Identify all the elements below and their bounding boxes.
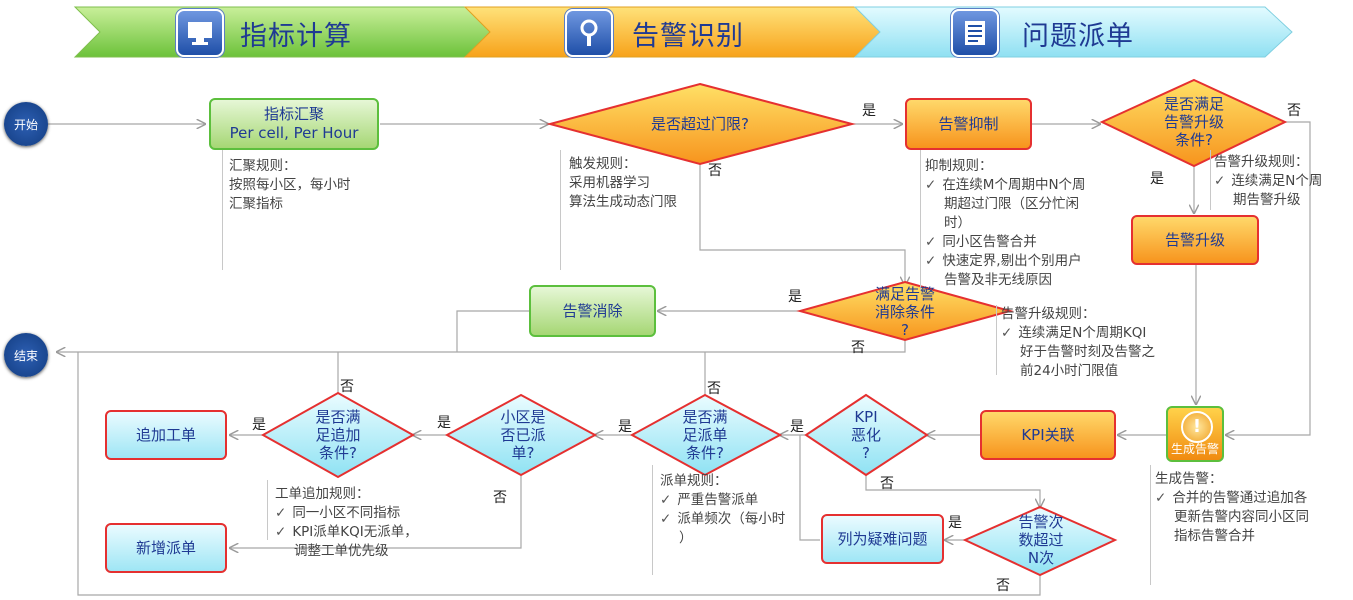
clear-cond-diamond	[796, 280, 1014, 342]
yes-label: 是	[618, 419, 632, 435]
note-divider	[222, 150, 223, 270]
trigger-note: 触发规则：采用机器学习算法生成动态门限	[569, 156, 677, 210]
stage1-label: 指标计算	[240, 21, 352, 52]
no-label: 否	[996, 578, 1010, 594]
append-cond-diamond	[260, 391, 416, 479]
document-icon	[951, 9, 999, 57]
note-divider	[560, 150, 561, 270]
end-terminal: 结束	[4, 333, 48, 377]
append-note: 工单追加规则： ✓同一小区不同指标 ✓KPI派单KQI无派单， 调整工单优先级	[275, 486, 418, 559]
kpi-assoc-box: KPI关联	[980, 410, 1116, 460]
note-divider	[920, 150, 921, 290]
clear-cond-label: 满足告警消除条件?	[874, 285, 935, 339]
dispatch-note: 派单规则： ✓严重告警派单 ✓派单频次（每小时 ）	[660, 473, 786, 546]
cell-dispatched-diamond	[444, 393, 598, 477]
yes-label: 是	[437, 415, 451, 431]
generate-alarm-label: 生成告警	[1170, 442, 1219, 456]
no-label: 否	[708, 163, 722, 179]
dispatch-cond-diamond	[629, 393, 783, 477]
aggregate-note: 汇聚规则：按照每小区，每小时汇聚指标	[229, 158, 351, 212]
dispatch-cond-label: 是否满足派单条件?	[682, 408, 728, 462]
note-divider	[652, 465, 653, 575]
note-divider	[267, 480, 268, 540]
upgrade2-note: 告警升级规则： ✓连续满足N个周期KQI 好于告警时刻及告警之 前24小时门限值	[1001, 306, 1155, 379]
generate-alarm-box: ! 生成告警	[1166, 406, 1224, 462]
append-order-box: 追加工单	[105, 410, 227, 460]
yes-label: 是	[1150, 171, 1164, 187]
no-label: 否	[340, 379, 354, 395]
yes-label: 是	[252, 417, 266, 433]
no-label: 否	[1287, 103, 1301, 119]
no-label: 否	[707, 381, 721, 397]
new-order-box: 新增派单	[105, 523, 227, 573]
note-divider	[1210, 150, 1211, 210]
upgrade-box: 告警升级	[1131, 215, 1259, 265]
aggregate-title: 指标汇聚	[263, 105, 324, 124]
note-divider	[1150, 465, 1151, 585]
threshold-label: 是否超过门限?	[651, 115, 749, 133]
kpi-worse-diamond	[804, 393, 929, 477]
difficult-box: 列为疑难问题	[821, 514, 944, 564]
suppress-box: 告警抑制	[905, 98, 1032, 150]
append-cond-label: 是否满足追加条件?	[315, 408, 361, 462]
upgrade-cond-label: 是否满足告警升级条件?	[1163, 95, 1224, 149]
monitor-icon	[176, 9, 224, 57]
yes-label: 是	[948, 515, 962, 531]
alarm-count-diamond	[962, 505, 1118, 577]
upgrade-note: 告警升级规则： ✓连续满足N个周 期告警升级	[1214, 154, 1323, 208]
yes-label: 是	[788, 289, 802, 305]
no-label: 否	[493, 490, 507, 506]
no-label: 否	[851, 340, 865, 356]
probe-icon	[565, 9, 613, 57]
suppress-note: 抑制规则： ✓在连续M个周期中N个周 期超过门限（区分忙闲 时） ✓同小区告警合…	[925, 158, 1086, 288]
exclamation-icon: !	[1181, 411, 1213, 443]
clear-box: 告警消除	[529, 285, 656, 337]
note-divider	[996, 305, 997, 375]
generate-note: 生成告警： ✓合并的告警通过追加各 更新告警内容同小区同 指标告警合并	[1155, 471, 1309, 544]
upgrade-cond-diamond	[1099, 78, 1288, 168]
cell-dispatched-label: 小区是否已派单?	[500, 408, 546, 462]
yes-label: 是	[862, 103, 876, 119]
start-terminal: 开始	[4, 102, 48, 146]
aggregate-box: 指标汇聚 Per cell, Per Hour	[209, 98, 379, 150]
aggregate-subtitle: Per cell, Per Hour	[229, 124, 359, 142]
stage2-label: 告警识别	[632, 21, 744, 52]
no-label: 否	[880, 476, 894, 492]
yes-label: 是	[790, 419, 804, 435]
threshold-diamond	[546, 82, 856, 166]
stage3-label: 问题派单	[1022, 21, 1134, 52]
